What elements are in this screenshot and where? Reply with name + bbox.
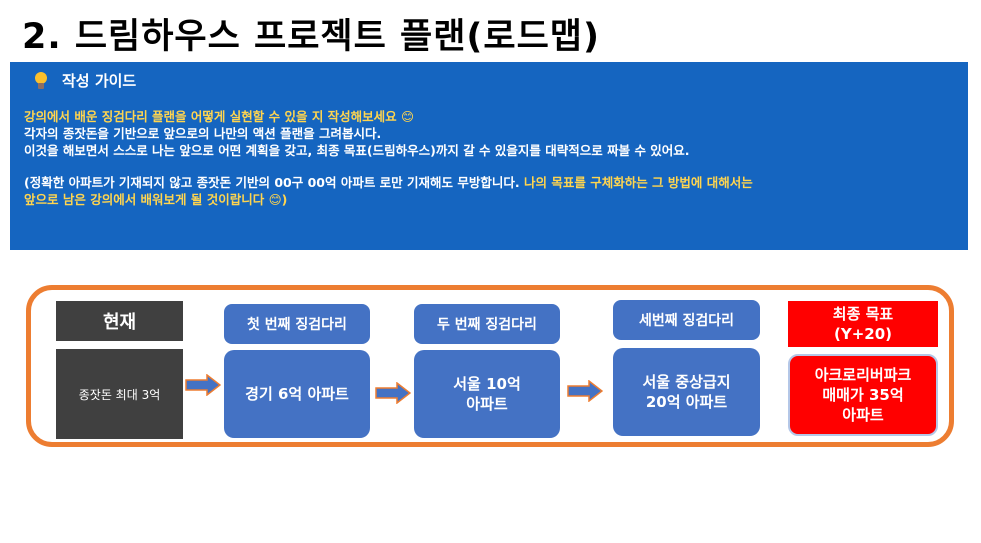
goal-label-line2: (Y+20): [833, 325, 892, 343]
step-1-box: 경기 6억 아파트: [224, 350, 370, 438]
roadmap-frame: [26, 285, 954, 447]
lightbulb-icon: [34, 72, 48, 90]
guide-line-5: 앞으로 남은 강의에서 배워보게 될 것이랍니다 😊): [24, 192, 288, 207]
goal-label-line1: 최종 목표: [832, 305, 894, 323]
step-2-box: 서울 10억 아파트: [414, 350, 560, 438]
page-title: 2. 드림하우스 프로젝트 플랜(로드맵): [22, 17, 600, 57]
goal-line1: 아크로리버파크: [814, 366, 912, 384]
guide-title: 작성 가이드: [62, 71, 137, 90]
guide-header: 작성 가이드: [34, 72, 954, 90]
goal-label: 최종 목표 (Y+20): [788, 301, 938, 347]
guide-line-4: (정확한 아파트가 기재되지 않고 종잣돈 기반의 00구 00억 아파트 로만…: [24, 174, 954, 191]
guide-line-4-white: (정확한 아파트가 기재되지 않고 종잣돈 기반의 00구 00억 아파트 로만…: [24, 175, 524, 190]
guide-line-4-yellow: 나의 목표를 구체화하는 그 방법에 대해서는: [523, 175, 753, 190]
guide-line-3: 이것을 해보면서 스스로 나는 앞으로 어떤 계획을 갖고, 최종 목표(드림하…: [24, 143, 690, 158]
step-3-line1: 서울 중상급지: [642, 373, 731, 391]
step-1-label: 첫 번째 징검다리: [224, 304, 370, 344]
current-label: 현재: [56, 301, 183, 341]
step-1-line1: 경기 6억 아파트: [245, 385, 349, 403]
guide-line-1: 강의에서 배운 징검다리 플랜을 어떻게 실현할 수 있을 지 작성해보세요 😊: [24, 109, 415, 124]
step-3-label: 세번째 징검다리: [613, 300, 760, 340]
step-3-line2: 20억 아파트: [645, 393, 728, 411]
step-3-box: 서울 중상급지 20억 아파트: [613, 348, 760, 436]
guide-line-2: 각자의 종잣돈을 기반으로 앞으로의 나만의 액션 플랜을 그려봅시다.: [24, 126, 382, 141]
current-desc: 종잣돈 최대 3억: [56, 349, 183, 439]
right-arrow-icon: [185, 374, 221, 396]
goal-box: 아크로리버파크 매매가 35억 아파트: [788, 354, 938, 436]
step-2-line2: 아파트: [466, 395, 508, 413]
step-2-label: 두 번째 징검다리: [414, 304, 560, 344]
step-2-line1: 서울 10억: [453, 375, 521, 393]
goal-line3: 아파트: [842, 406, 884, 424]
right-arrow-icon: [567, 380, 603, 402]
goal-line2: 매매가 35억: [822, 386, 904, 404]
right-arrow-icon: [375, 382, 411, 404]
guide-box: 작성 가이드 강의에서 배운 징검다리 플랜을 어떻게 실현할 수 있을 지 작…: [10, 62, 968, 250]
